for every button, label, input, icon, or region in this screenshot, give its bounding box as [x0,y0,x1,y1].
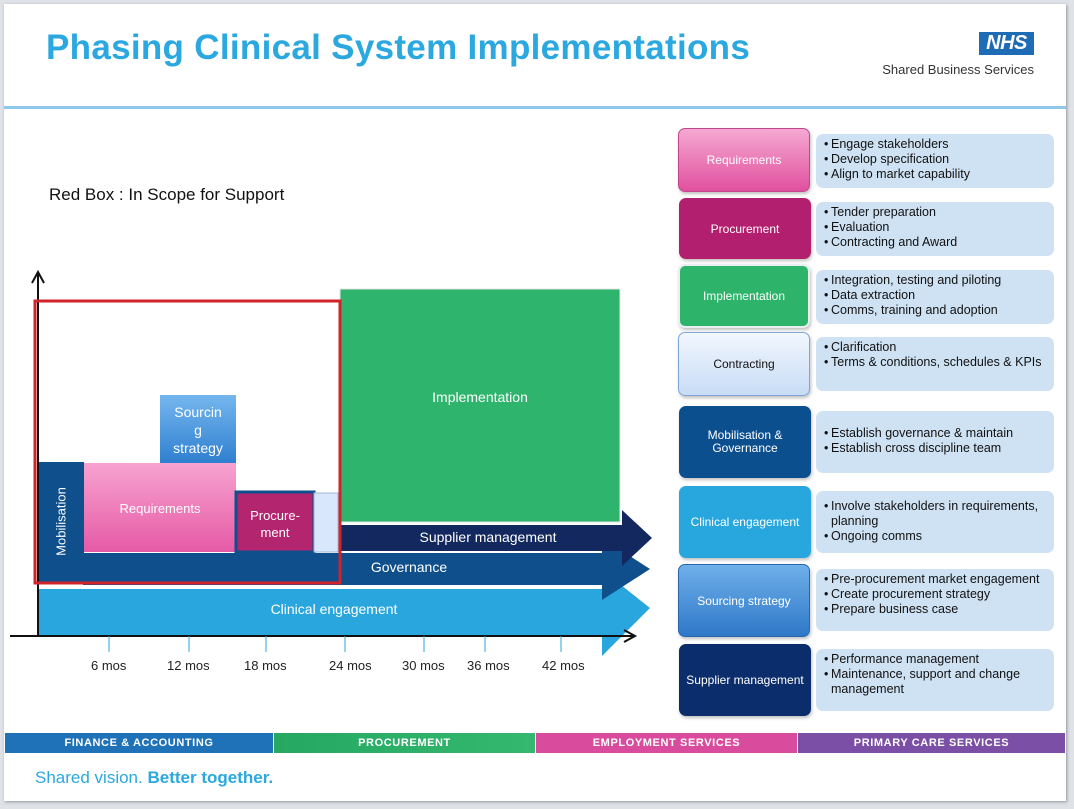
bullet: Involve stakeholders in requirements, pl… [824,499,1048,529]
contracting-block [313,492,339,553]
bullet: Maintenance, support and change manageme… [824,667,1048,697]
bullet: Evaluation [824,220,1048,235]
mobilisation-block [39,462,84,582]
x-tick-label: 6 mos [91,658,127,673]
bullet: Tender preparation [824,205,1048,220]
bullet: Pre-procurement market engagement [824,572,1048,587]
x-tick-label: 30 mos [402,658,445,673]
bullet: Clarification [824,340,1048,355]
sourcing-strategy-label-line2: g [194,422,202,438]
stage-clinical-engagement: Clinical engagement [679,486,811,558]
stage-mobilisation-governance: Mobilisation & Governance [679,406,811,478]
implementation-block [339,288,621,523]
title-divider [4,106,1066,109]
footer-employment-services: EMPLOYMENT SERVICES [536,733,797,753]
procurement-label-line1: Procure- [250,508,300,523]
stage-contracting-desc: Clarification Terms & conditions, schedu… [816,337,1054,391]
footer-procurement: PROCUREMENT [274,733,535,753]
bullet: Terms & conditions, schedules & KPIs [824,355,1048,370]
stage-procurement-desc: Tender preparation Evaluation Contractin… [816,202,1054,256]
supplier-management-label: Supplier management [419,529,557,545]
tagline-part1: Shared vision. [35,768,143,787]
bullet: Establish cross discipline team [824,441,1048,456]
requirements-label: Requirements [119,501,201,516]
bullet: Ongoing comms [824,529,1048,544]
procurement-label: Procure- ment [236,507,314,541]
requirements-block [84,463,236,552]
clinical-engagement-arrow [38,570,650,656]
stage-contracting: Contracting [678,332,810,396]
stage-procurement: Procurement [679,198,811,259]
stage-supplier-management: Supplier management [679,644,811,716]
sourcing-strategy-block [160,395,236,463]
x-tick-label: 36 mos [467,658,510,673]
slide: Phasing Clinical System Implementations … [4,4,1066,801]
stage-supplier-management-desc: Performance management Maintenance, supp… [816,649,1054,711]
footer-primary-care-services: PRIMARY CARE SERVICES [798,733,1065,753]
x-tick-label: 12 mos [167,658,210,673]
procurement-label-line2: ment [260,525,290,540]
page-title: Phasing Clinical System Implementations [46,28,751,67]
sourcing-strategy-label: Sourcin g strategy [160,403,236,457]
stage-requirements-desc: Engage stakeholders Develop specificatio… [816,134,1054,188]
x-tick-label: 24 mos [329,658,372,673]
stage-implementation-desc: Integration, testing and piloting Data e… [816,270,1054,324]
supplier-management-arrow [339,510,652,566]
bullet: Prepare business case [824,602,1048,617]
stage-requirements: Requirements [678,128,810,192]
bullet: Align to market capability [824,167,1048,182]
phasing-diagram [10,269,652,656]
stage-mobilisation-governance-desc: Establish governance & maintain Establis… [816,411,1054,473]
bullet: Performance management [824,652,1048,667]
bullet: Data extraction [824,288,1048,303]
scope-red-box [33,299,342,585]
bullet: Integration, testing and piloting [824,273,1048,288]
governance-label: Governance [370,559,448,575]
x-tick-label: 42 mos [542,658,585,673]
logo-subtitle: Shared Business Services [882,62,1034,77]
scope-legend-note: Red Box : In Scope for Support [49,185,285,204]
sourcing-strategy-label-line3: strategy [173,440,223,456]
stage-mobilisation-label-line1: Mobilisation & [707,428,783,442]
stage-mobilisation-label-line2: Governance [712,441,778,455]
bullet: Contracting and Award [824,235,1048,250]
clinical-engagement-label: Clinical engagement [270,601,398,617]
bullet: Comms, training and adoption [824,303,1048,318]
nhs-logo: NHS [979,32,1034,55]
mobilisation-label: Mobilisation [53,487,69,556]
stage-clinical-engagement-desc: Involve stakeholders in requirements, pl… [816,491,1054,553]
bullet: Create procurement strategy [824,587,1048,602]
x-tick-label: 18 mos [244,658,287,673]
footer-finance-accounting: FINANCE & ACCOUNTING [5,733,273,753]
bullet: Engage stakeholders [824,137,1048,152]
stage-sourcing-strategy-desc: Pre-procurement market engagement Create… [816,569,1054,631]
stage-sourcing-strategy: Sourcing strategy [678,564,810,637]
stage-implementation: Implementation [678,264,810,328]
tagline-part2: Better together. [147,768,274,787]
sourcing-strategy-label-line1: Sourcin [174,404,222,420]
bullet: Develop specification [824,152,1048,167]
axis-ticks [108,636,562,652]
bullet: Establish governance & maintain [824,426,1048,441]
implementation-label: Implementation [432,389,528,405]
tagline: Shared vision. Better together. [35,768,273,788]
